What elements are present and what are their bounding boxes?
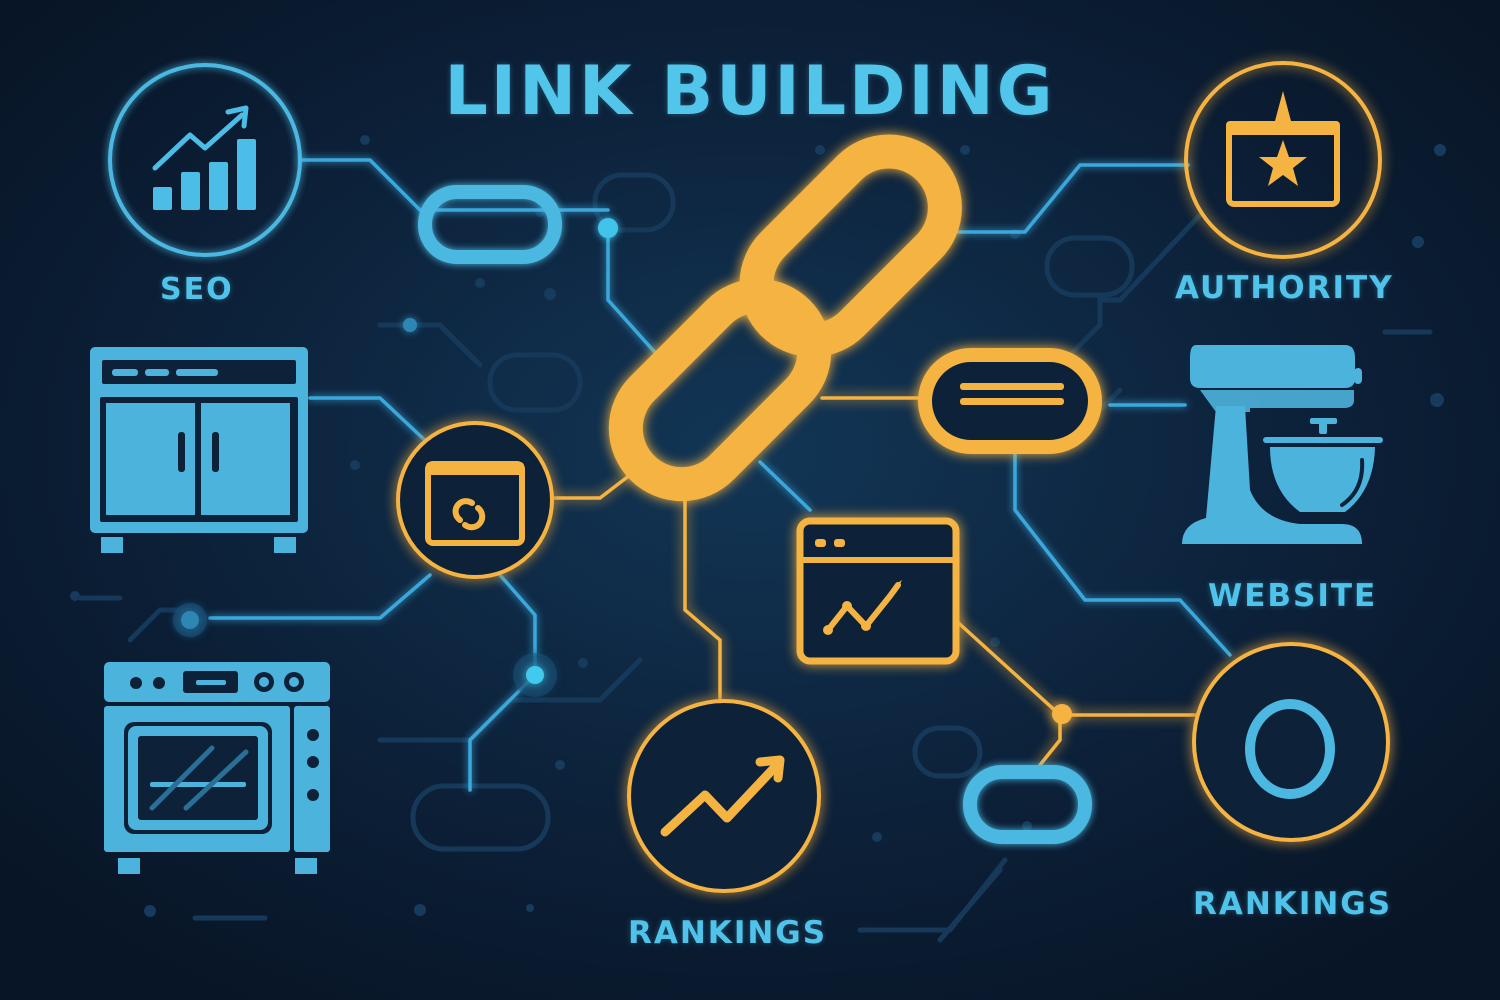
- blue-junction-nodes: [173, 218, 618, 697]
- oven-icon: [104, 662, 330, 874]
- chain-link-icon: [608, 134, 962, 502]
- blue-circuit-traces: [208, 158, 1232, 792]
- ring-icon: [1245, 699, 1335, 799]
- bar-chart-growth-icon: [152, 105, 256, 210]
- chain-link-icon: [963, 765, 1092, 844]
- rankings-center-node: [627, 699, 821, 893]
- browser-star-icon: [1226, 91, 1340, 207]
- cabinet-icon: [90, 347, 308, 553]
- small-blue-chain-links: [418, 185, 1092, 844]
- node-label-rankings-center: RANKINGS: [628, 915, 828, 951]
- rankings-right-node: [1192, 642, 1390, 842]
- background-decoration: [70, 135, 1446, 917]
- trend-arrow-icon: [660, 755, 785, 837]
- chain-link-icon: [418, 185, 562, 264]
- gold-junction-node: [1052, 704, 1072, 724]
- node-label-authority: AUTHORITY: [1175, 270, 1394, 306]
- browser-chart-icon: [796, 517, 960, 665]
- browser-link-node: [396, 421, 554, 579]
- page-title: LINK BUILDING: [444, 52, 1056, 131]
- node-label-rankings-right: RANKINGS: [1193, 886, 1393, 922]
- node-label-seo: SEO: [160, 272, 234, 307]
- seo-node: [108, 63, 302, 257]
- browser-link-icon: [425, 461, 525, 546]
- node-label-website: WEBSITE: [1208, 578, 1378, 614]
- authority-node: [1184, 61, 1382, 259]
- menu-pill-icon: [918, 348, 1102, 454]
- stand-mixer-icon: [1182, 345, 1383, 544]
